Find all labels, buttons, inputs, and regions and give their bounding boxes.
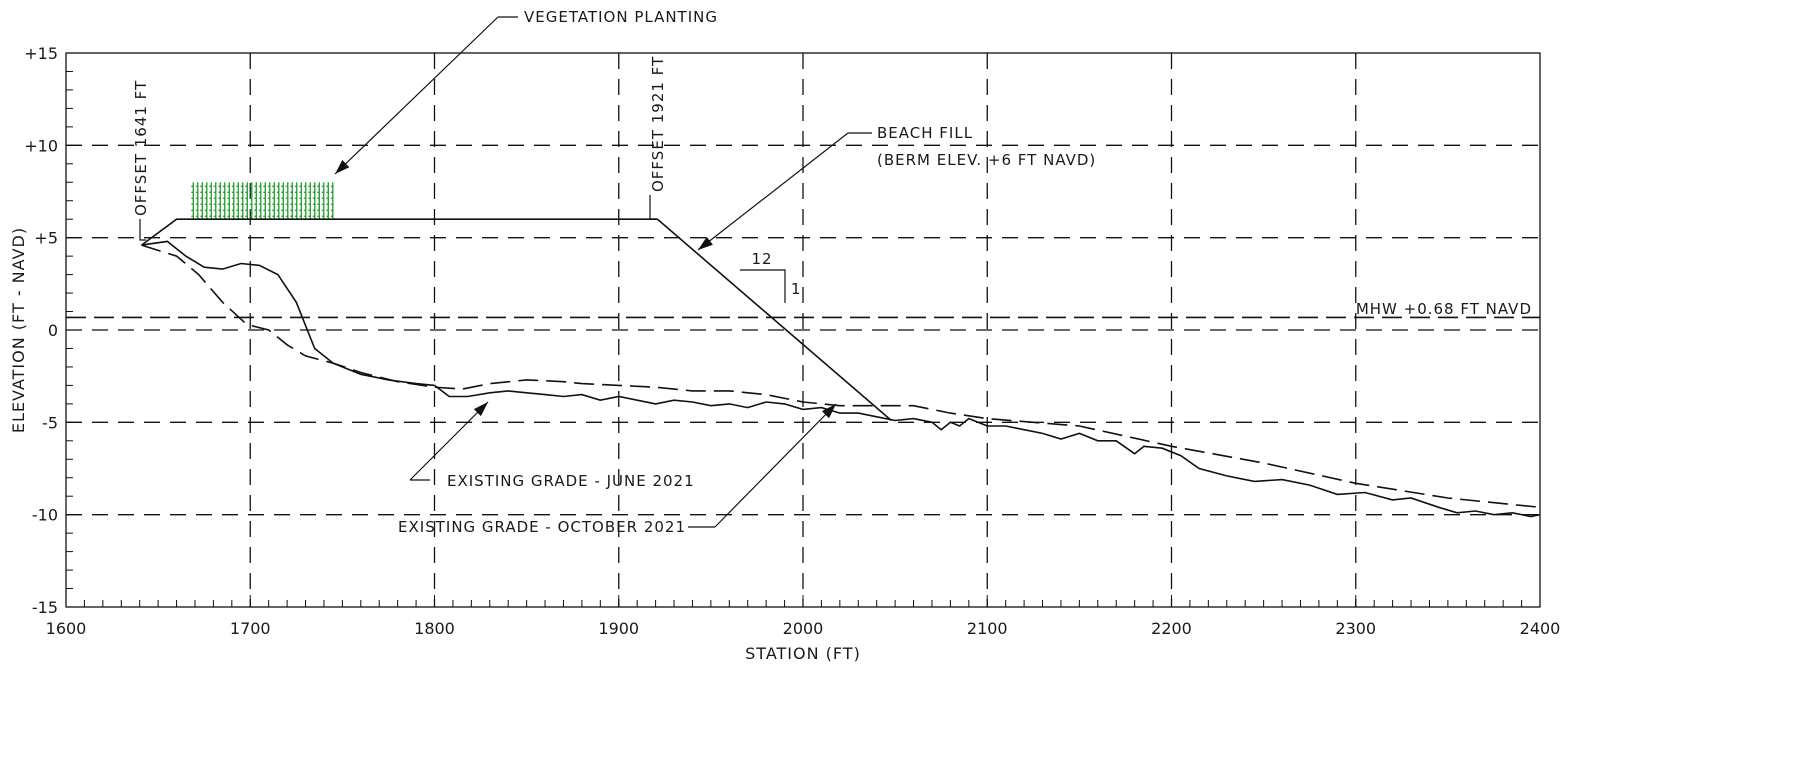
x-tick-label: 1900 [598,619,639,638]
annotation-offset-right: OFFSET 1921 FT [649,56,667,192]
arrow-grade-june-arrowhead [473,402,488,417]
annotation-leaders [139,16,872,528]
annotation-vegetation-planting: VEGETATION PLANTING [524,8,718,26]
arrow-grade-october [714,403,837,528]
arrow-vegetation-planting-arrowhead [335,159,350,174]
y-axis-tick-labels: +15 +10 +5 0 -5 -10 -15 [24,44,58,617]
annotation-slope-rise: 1 [791,280,802,298]
annotation-grade-october: EXISTING GRADE - OCTOBER 2021 [398,518,686,536]
annotation-grade-june: EXISTING GRADE - JUNE 2021 [447,472,695,490]
arrow-grade-october-arrowhead [821,404,836,419]
x-tick-label: 1600 [46,619,87,638]
x-tick-label: 2000 [783,619,824,638]
annotation-slope-run: 12 [751,250,772,268]
annotation-beach-fill: BEACH FILL [877,124,973,142]
x-tick-label: 2100 [967,619,1008,638]
leader-offset-left [139,219,146,241]
vegetation-planting-zone [191,182,334,220]
x-tick-label: 1800 [414,619,455,638]
y-tick-label: +15 [24,44,58,63]
y-tick-label: -15 [32,598,58,617]
x-tick-label: 2400 [1520,619,1561,638]
series-existing-grade-october-2021 [141,244,1541,509]
x-tick-label: 1700 [230,619,271,638]
slope-indicator [740,269,786,303]
arrow-beach-fill [697,132,849,251]
leader-offset-right [649,195,656,220]
x-axis-title: STATION (FT) [745,644,861,663]
arrow-grade-june [409,401,489,481]
x-axis-tick-labels: 1600 1700 1800 1900 2000 2100 2200 2300 2400 [46,619,1561,638]
grid-lines [66,53,1540,607]
arrow-vegetation-planting [334,16,499,175]
series-existing-grade-june-2021 [141,240,1541,518]
y-tick-label: -10 [32,506,58,525]
y-tick-label: +5 [34,229,58,248]
y-tick-label: -5 [42,413,58,432]
y-axis-title: ELEVATION (FT - NAVD) [9,227,28,433]
annotation-berm-elevation: (BERM ELEV. +6 FT NAVD) [877,151,1096,169]
profile-series [66,218,1541,518]
annotation-mhw: MHW +0.68 FT NAVD [1356,300,1532,318]
x-tick-label: 2200 [1151,619,1192,638]
x-tick-label: 2300 [1335,619,1376,638]
annotation-offset-left: OFFSET 1641 FT [132,80,150,216]
axis-ticks [65,52,1541,608]
series-beach-fill [141,218,892,422]
y-tick-label: 0 [48,321,58,340]
arrow-beach-fill-arrowhead [698,236,713,250]
y-tick-label: +10 [24,136,58,155]
